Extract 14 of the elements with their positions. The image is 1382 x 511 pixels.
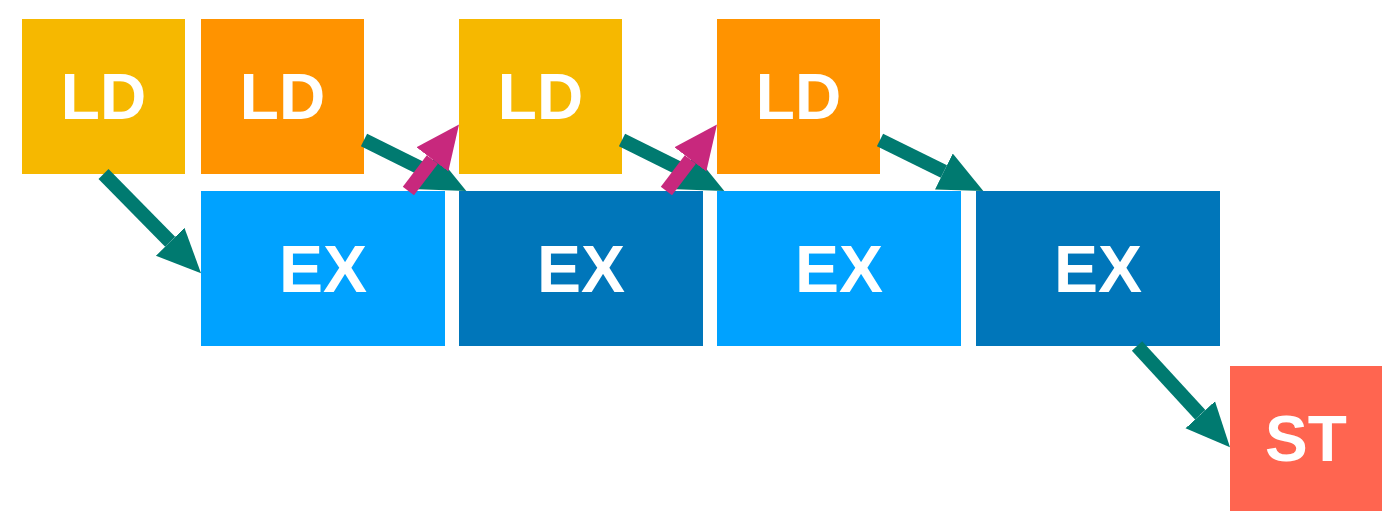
store-box: ST	[1230, 366, 1382, 511]
load-box: LD	[22, 19, 185, 174]
execute-box: EX	[717, 191, 961, 346]
execute-box: EX	[976, 191, 1220, 346]
load-box: LD	[201, 19, 364, 174]
load-box: LD	[459, 19, 622, 174]
load-box: LD	[717, 19, 880, 174]
arrow	[1131, 341, 1230, 448]
arrow	[876, 133, 984, 191]
arrow	[660, 124, 717, 196]
arrow	[98, 169, 201, 274]
execute-box: EX	[201, 191, 445, 346]
arrow	[402, 124, 459, 196]
execute-box: EX	[459, 191, 703, 346]
